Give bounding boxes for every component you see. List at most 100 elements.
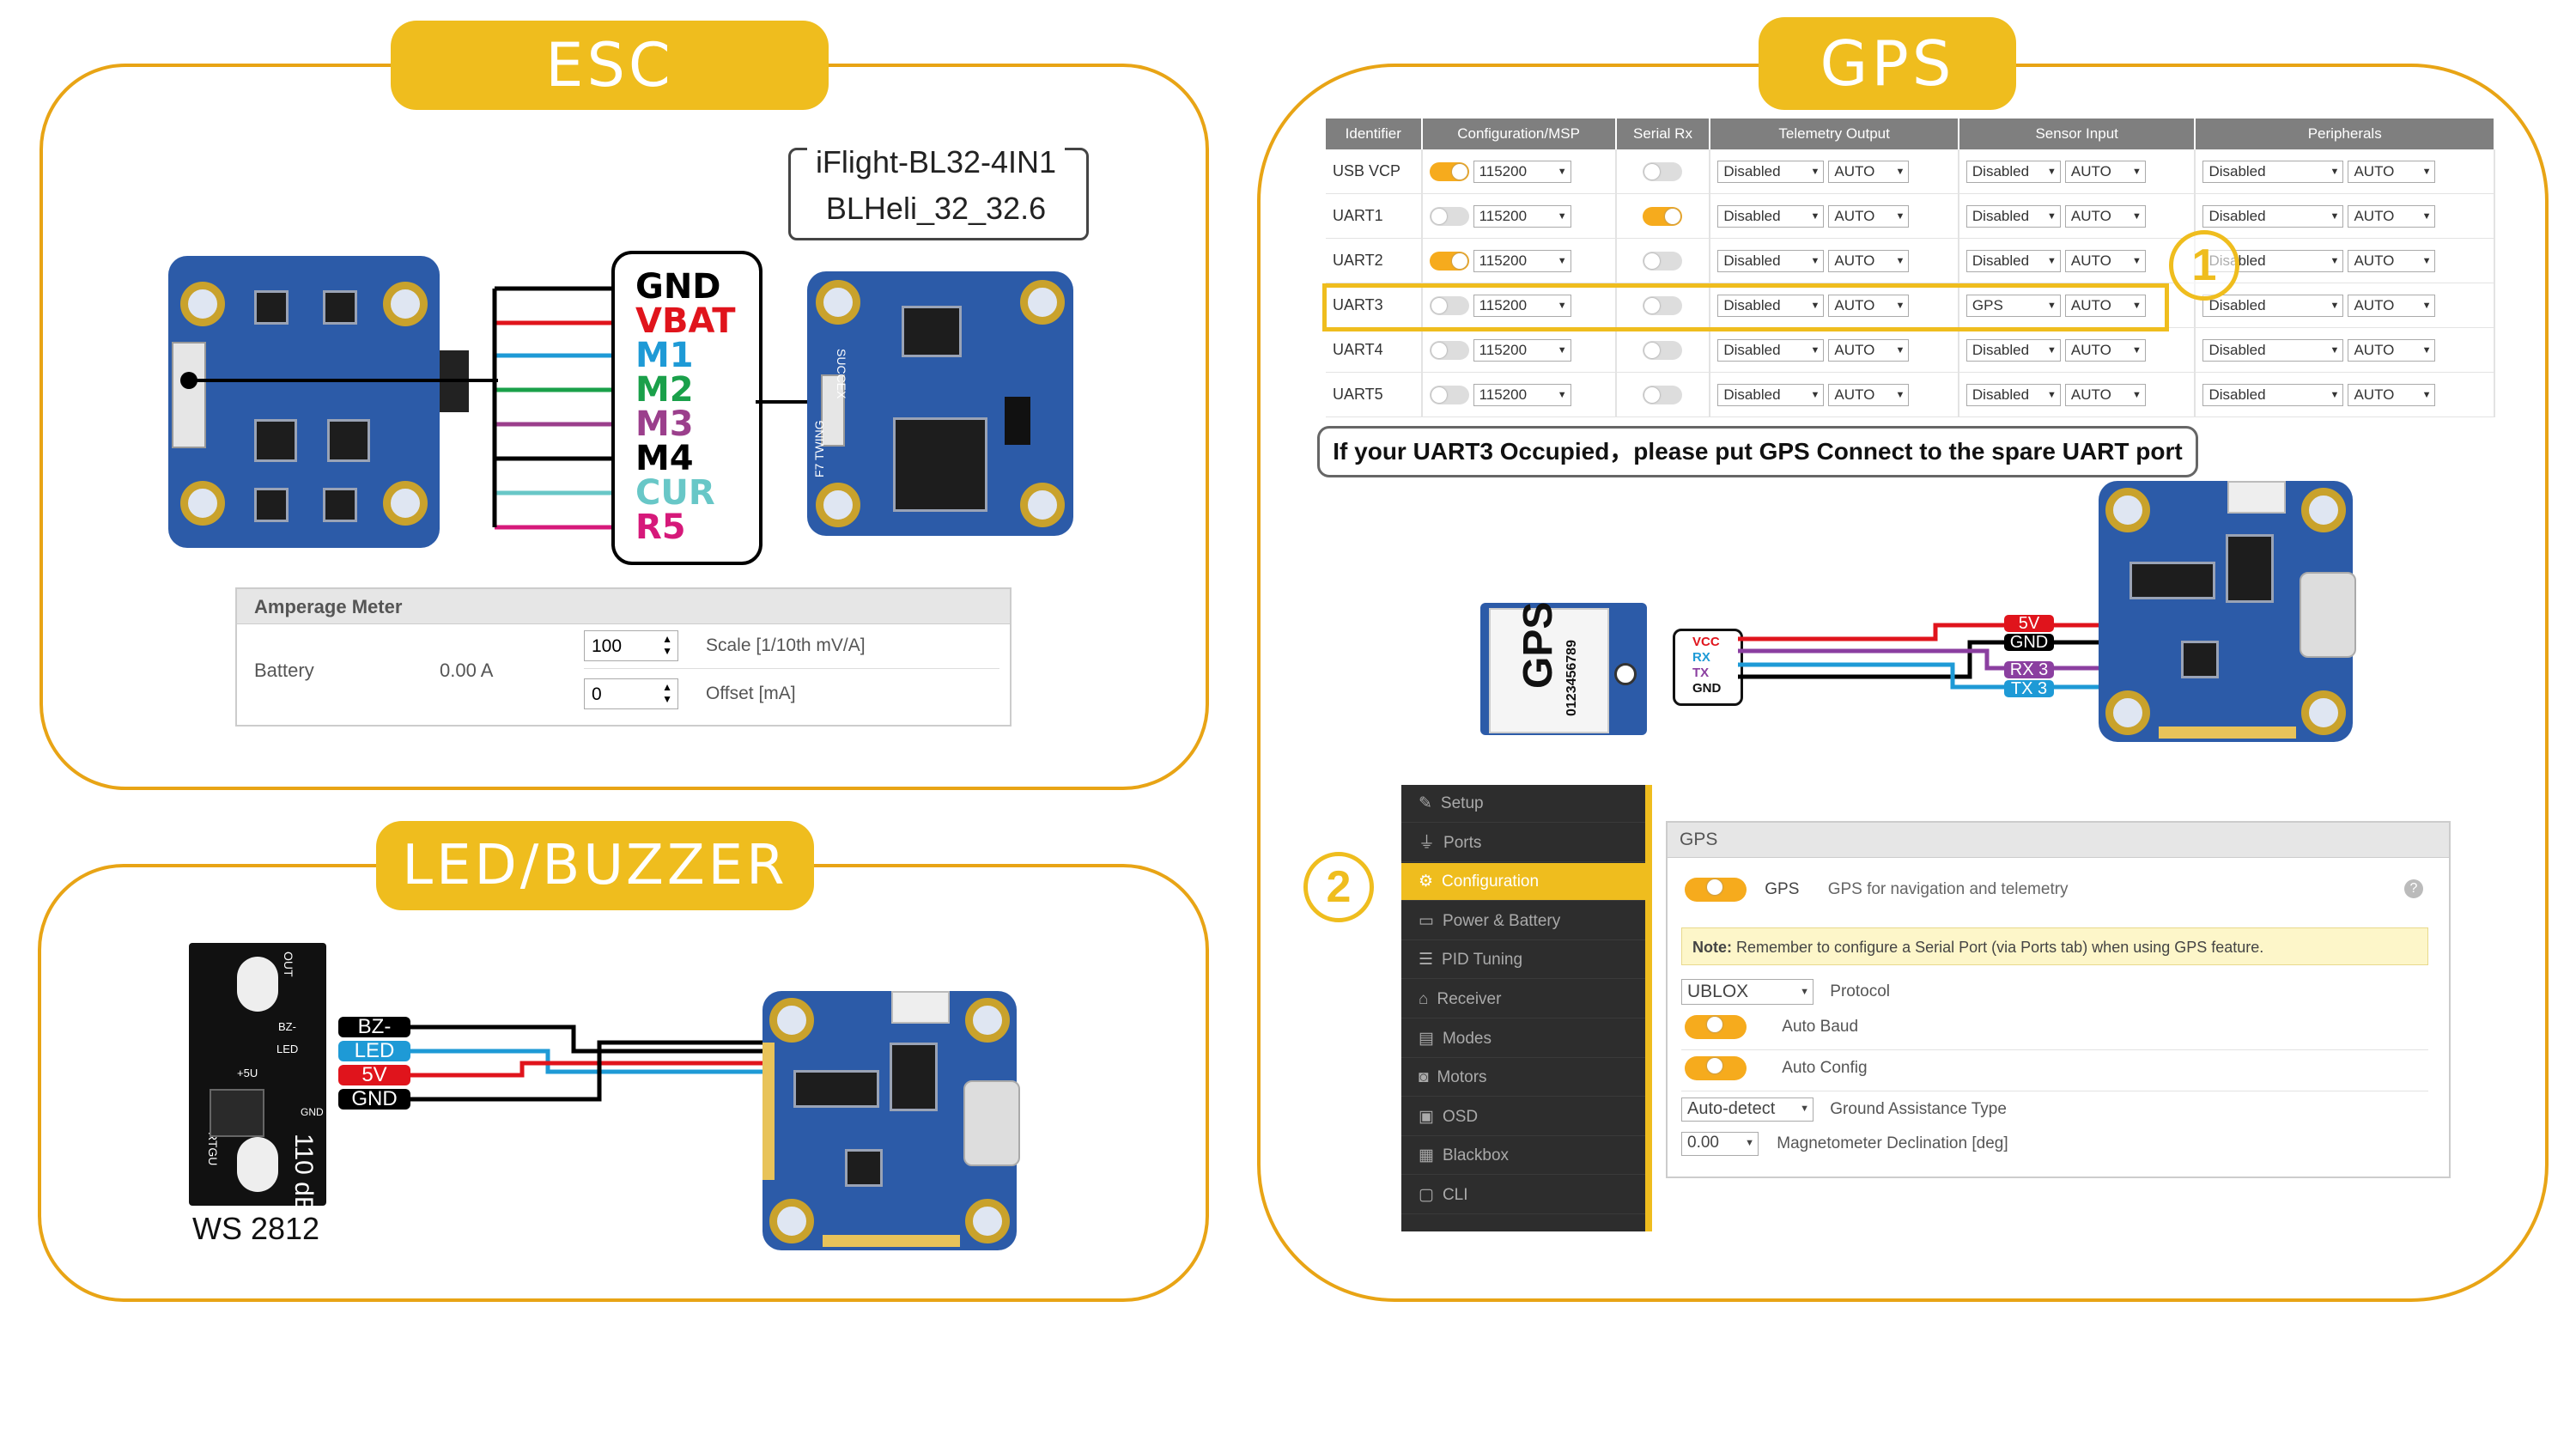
peripheral-value: Disabled [2208,341,2266,358]
peripheral-select[interactable]: Disabled [2202,383,2344,406]
protocol-select[interactable]: UBLOX [1681,979,1814,1005]
mag-input[interactable]: 0.00 [1681,1132,1759,1156]
rx-cell [1615,149,1711,194]
gps-wire-label: RX 3 [2004,661,2054,678]
telemetry-select[interactable]: Disabled [1717,160,1825,183]
baud-value: 115200 [1479,341,1528,358]
sensor-baud-select[interactable]: AUTO [2064,249,2146,272]
baud-select[interactable]: 115200 [1473,204,1571,228]
sensor-baud-select[interactable]: AUTO [2064,204,2146,228]
menu-item-configuration[interactable]: ⚙Configuration [1401,863,1645,902]
gps-toggle[interactable] [1685,878,1747,902]
auto-baud-toggle[interactable] [1685,1015,1747,1039]
menu-item-motors[interactable]: ◙Motors [1401,1059,1645,1097]
baud-select[interactable]: 115200 [1473,338,1571,362]
sensor-select[interactable]: Disabled [1965,160,2061,183]
msp-toggle[interactable] [1429,295,1469,315]
menu-item-blackbox[interactable]: ▦Blackbox [1401,1137,1645,1176]
telemetry-baud-select[interactable]: AUTO [1828,338,1910,362]
help-icon[interactable]: ? [2404,879,2423,898]
serial-rx-toggle[interactable] [1643,385,1683,404]
telemetry-baud-select[interactable]: AUTO [1828,204,1910,228]
telemetry-select[interactable]: Disabled [1717,338,1825,362]
mosfet-chip [323,488,357,522]
offset-value: 0 [592,684,602,704]
serial-rx-toggle[interactable] [1643,295,1683,315]
msp-toggle[interactable] [1429,251,1469,271]
peripheral-select[interactable]: Disabled [2202,204,2344,228]
offset-input[interactable]: 0 ▲▼ [584,678,678,709]
mount-hole [816,280,860,325]
port-row: USB VCP 115200Disabled AUTODisabled AUTO… [1326,149,2495,194]
menu-item-pid-tuning[interactable]: ☰PID Tuning [1401,941,1645,980]
buzzer-slot [237,1137,278,1192]
msp-toggle[interactable] [1429,385,1469,404]
sensor-select[interactable]: Disabled [1965,338,2061,362]
led-title: LED/BUZZER [376,821,814,910]
fc-connector [821,374,845,447]
serial-rx-toggle[interactable] [1643,340,1683,360]
auto-config-toggle[interactable] [1685,1056,1747,1080]
menu-item-receiver[interactable]: ⌂Receiver [1401,981,1645,1018]
sensor-select[interactable]: GPS [1965,294,2061,317]
peripheral-select[interactable]: Disabled [2202,160,2344,183]
baud-value: 115200 [1479,386,1528,403]
menu-label: Blackbox [1442,1146,1510,1165]
telemetry-baud-select[interactable]: AUTO [1828,383,1910,406]
menu-label: PID Tuning [1442,951,1523,970]
sensor-baud-select[interactable]: AUTO [2064,338,2146,362]
sensor-select[interactable]: Disabled [1965,204,2061,228]
amperage-title: Amperage Meter [254,596,403,617]
telemetry-baud-select[interactable]: AUTO [1828,249,1910,272]
stepper-icon[interactable]: ▲▼ [662,633,672,657]
telemetry-baud-select[interactable]: AUTO [1828,294,1910,317]
peripheral-baud-select[interactable]: AUTO [2348,294,2436,317]
baud-select[interactable]: 115200 [1473,249,1571,272]
rx-cell [1615,327,1711,373]
sensor-baud-select[interactable]: AUTO [2064,383,2146,406]
msp-cell: 115200 [1421,283,1617,328]
menu-item-cli[interactable]: ▢CLI [1401,1177,1645,1214]
peripheral-baud-select[interactable]: AUTO [2348,204,2436,228]
peripheral-select[interactable]: Disabled [2202,294,2344,317]
telemetry-select[interactable]: Disabled [1717,383,1825,406]
gps-feature-row: GPS GPS for navigation and telemetry ? [1685,878,2432,902]
menu-item-power-battery[interactable]: ▭Power & Battery [1401,903,1645,940]
peripheral-baud-select[interactable]: AUTO [2348,160,2436,183]
protocol-row: UBLOX Protocol [1681,979,1890,1005]
gps-title: GPS [1759,17,2016,110]
sensor-baud-select[interactable]: AUTO [2064,160,2146,183]
telemetry-select[interactable]: Disabled [1717,204,1825,228]
scale-input[interactable]: 100 ▲▼ [584,630,678,661]
serial-rx-toggle[interactable] [1643,251,1683,271]
stepper-icon[interactable]: ▲▼ [662,681,672,705]
msp-cell: 115200 [1421,149,1617,194]
menu-item-setup[interactable]: ✎Setup [1401,785,1645,823]
assist-select[interactable]: Auto-detect [1681,1097,1814,1122]
menu-item-osd[interactable]: ▣OSD [1401,1098,1645,1136]
telemetry-select[interactable]: Disabled [1717,294,1825,317]
telemetry-select[interactable]: Disabled [1717,249,1825,272]
baud-select[interactable]: 115200 [1473,383,1571,406]
esc-harness [492,286,618,530]
menu-item-ports[interactable]: ⏚Ports [1401,824,1645,862]
msp-toggle[interactable] [1429,206,1469,226]
msp-toggle[interactable] [1429,161,1469,181]
sensor-select[interactable]: Disabled [1965,383,2061,406]
auto-config-label: Auto Config [1782,1059,1868,1078]
peripheral-baud-select[interactable]: AUTO [2348,249,2436,272]
telemetry-cell: Disabled AUTO [1710,149,1959,194]
peripheral-baud-select[interactable]: AUTO [2348,383,2436,406]
msp-toggle[interactable] [1429,340,1469,360]
baud-select[interactable]: 115200 [1473,294,1571,317]
sensor-baud-select[interactable]: AUTO [2064,294,2146,317]
baud-select[interactable]: 115200 [1473,160,1571,183]
serial-rx-toggle[interactable] [1643,161,1683,181]
sensor-select[interactable]: Disabled [1965,249,2061,272]
menu-item-modes[interactable]: ▤Modes [1401,1020,1645,1058]
telemetry-baud-select[interactable]: AUTO [1828,160,1910,183]
wire-label: M2 [635,370,694,410]
serial-rx-toggle[interactable] [1643,206,1683,226]
peripheral-baud-select[interactable]: AUTO [2348,338,2436,362]
peripheral-select[interactable]: Disabled [2202,338,2344,362]
